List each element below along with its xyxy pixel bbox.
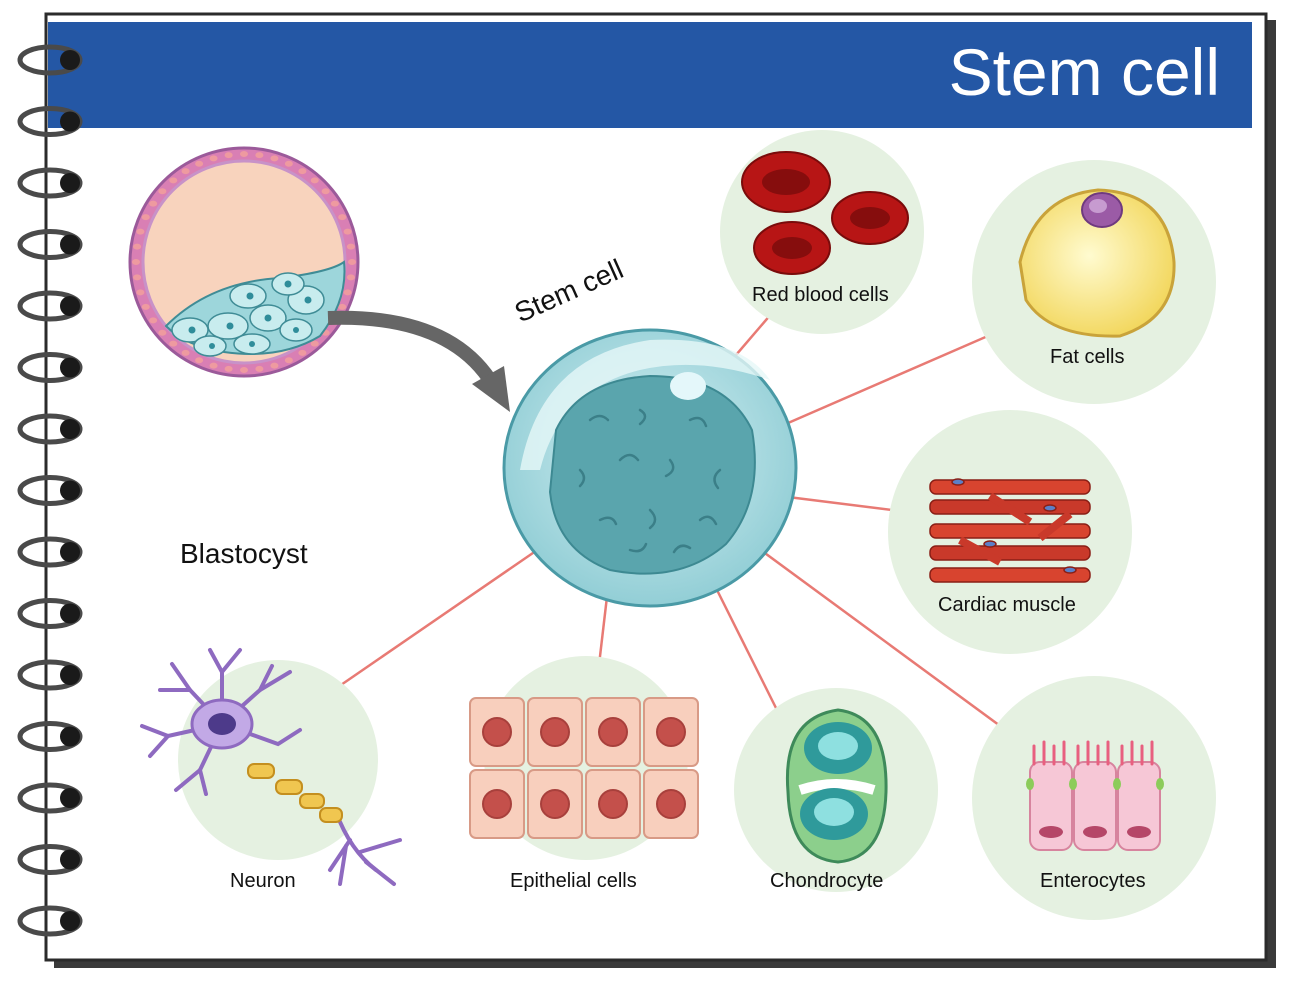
- connector-fat: [771, 320, 1021, 432]
- label-neuron: Neuron: [230, 870, 296, 892]
- bubble-neuron: [178, 660, 378, 860]
- spiral-ring: [17, 290, 83, 322]
- spiral-ring: [17, 844, 83, 875]
- neuron-illustration: [140, 648, 402, 886]
- spiral-ring: [17, 659, 83, 691]
- spiral-ring: [17, 905, 83, 937]
- spiral-ring: [17, 167, 83, 199]
- red-blood-cells-illustration: [741, 151, 909, 275]
- stem-cell-illustration: [502, 328, 798, 608]
- epithelial-nucleus: [656, 717, 686, 747]
- spiral-ring: [17, 598, 83, 629]
- epithelial-nucleus: [482, 789, 512, 819]
- epithelial-nucleus: [656, 789, 686, 819]
- spiral-ring: [17, 352, 83, 383]
- label-cardiac-muscle: Cardiac muscle: [938, 594, 1076, 616]
- spiral-ring: [17, 413, 83, 445]
- label-epithelial-cells: Epithelial cells: [510, 870, 637, 892]
- epithelial-nucleus: [482, 717, 512, 747]
- connector-neuron: [321, 542, 547, 700]
- spiral-ring: [17, 229, 83, 260]
- spiral-ring: [17, 106, 83, 137]
- label-enterocytes: Enterocytes: [1040, 870, 1146, 892]
- page-title: Stem cell: [948, 35, 1220, 109]
- epithelial-cells-illustration: [469, 697, 699, 839]
- epithelial-nucleus: [598, 717, 628, 747]
- spiral-ring: [17, 475, 83, 506]
- label-red-blood-cells: Red blood cells: [752, 284, 889, 306]
- arrow-to-stem-cell: [327, 310, 510, 412]
- epithelial-nucleus: [598, 789, 628, 819]
- spiral-binding: [17, 44, 83, 937]
- epithelial-nucleus: [540, 717, 570, 747]
- enterocytes-illustration: [1026, 740, 1164, 851]
- spiral-ring: [17, 44, 83, 76]
- connector-cardiac: [779, 494, 909, 514]
- spiral-ring: [17, 721, 83, 752]
- spiral-ring: [17, 782, 83, 814]
- spiral-ring: [17, 536, 83, 568]
- cardiac-muscle-illustration: [929, 478, 1091, 583]
- title-banner: [48, 22, 1252, 128]
- connector-enterocytes: [757, 546, 1023, 744]
- blastocyst-illustration: [128, 146, 360, 378]
- label-blastocyst: Blastocyst: [180, 538, 308, 569]
- label-fat-cells: Fat cells: [1050, 346, 1125, 368]
- fat-cell-illustration: [1018, 188, 1176, 338]
- label-chondrocyte: Chondrocyte: [770, 870, 884, 892]
- chondrocyte-illustration: [785, 708, 888, 864]
- connector-chondrocyte: [714, 587, 780, 713]
- epithelial-nucleus: [540, 789, 570, 819]
